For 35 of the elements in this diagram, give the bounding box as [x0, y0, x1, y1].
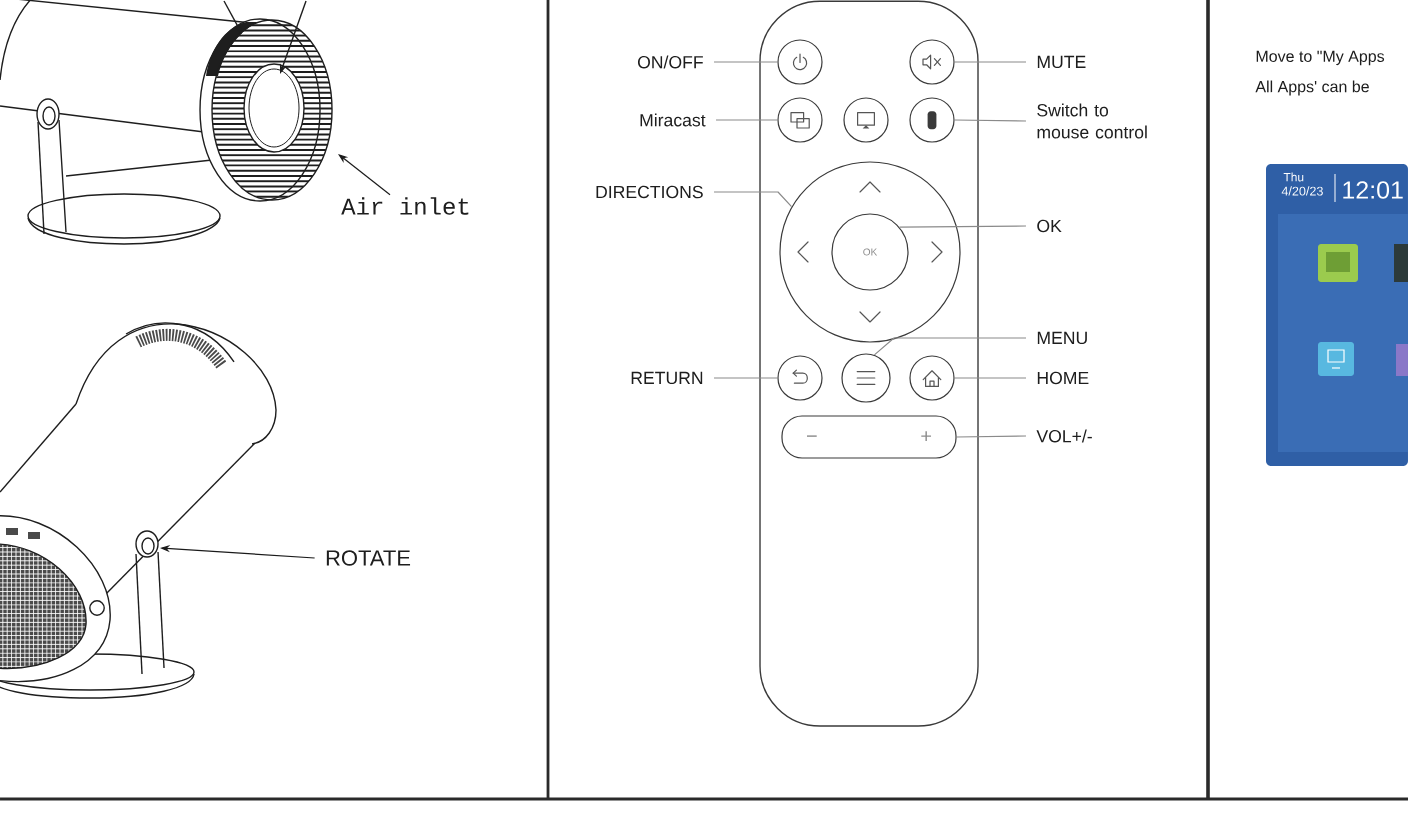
leader-line [873, 337, 1027, 356]
callout-label: ON/OFF [637, 55, 703, 69]
leader-arrow [338, 154, 391, 196]
leader-line [954, 119, 1027, 122]
round-button [777, 39, 823, 85]
callout-label: RETURN [631, 371, 703, 385]
round-button [841, 353, 891, 403]
round-button [777, 97, 823, 143]
leader-line [956, 435, 1027, 438]
round-button [909, 97, 955, 143]
volume-rocker: − + [781, 415, 957, 459]
callout-label: Air inlet [341, 197, 469, 215]
round-button [777, 355, 823, 401]
callout-label: DIRECTIONS [596, 185, 703, 199]
callout-label: OK [1037, 219, 1062, 233]
leader-line [954, 377, 1027, 379]
round-button [843, 97, 889, 143]
round-button [909, 355, 955, 401]
callout-label: MENU [1037, 331, 1087, 345]
callout-label: VOL+/- [1036, 429, 1092, 443]
clock-text: 12:01 [1343, 181, 1403, 199]
leader-line [713, 61, 778, 63]
leader-line [898, 225, 1027, 228]
leader-line [715, 119, 778, 121]
leader-line [954, 61, 1027, 63]
callout-label: Miracast [640, 113, 706, 127]
callout-label: MUTE [1037, 55, 1086, 69]
instruction-text: All Apps' can be [1255, 80, 1369, 96]
leader-line [713, 377, 778, 379]
callout-label: ROTATE [326, 550, 411, 566]
callout-label: HOME [1037, 371, 1089, 385]
instruction-text: Move to "My Apps [1256, 50, 1385, 66]
round-button [909, 39, 955, 85]
callout-label: Switch to mouse control [1037, 103, 1147, 139]
leader-line [713, 191, 793, 208]
